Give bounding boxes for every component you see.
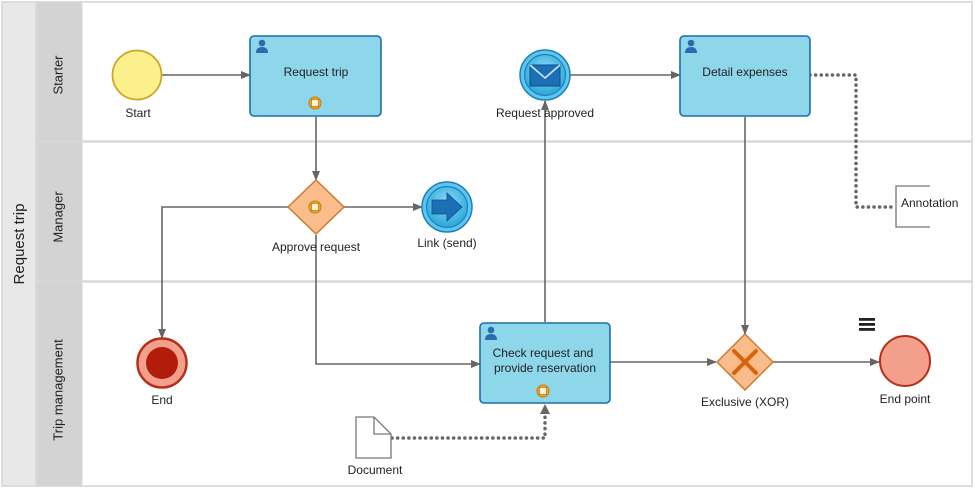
lane-manager: Manager [35,141,973,282]
menu-icon[interactable] [859,318,875,331]
start-event[interactable] [111,49,163,101]
gateway-exclusive-label: Exclusive (XOR) [701,395,789,409]
end-event[interactable] [136,337,188,389]
gateway-exclusive-xor[interactable] [715,332,775,392]
task-request-trip[interactable]: Request trip [249,35,382,117]
end-event-label: End [151,393,172,407]
flow-approve-to-end [158,206,288,339]
task-check-request-line2: provide reservation [494,361,596,375]
task-check-request-line1: Check request and [493,346,594,360]
lane-label-starter: Starter [50,55,65,95]
link-arrow-icon [431,192,463,222]
gateway-approve-request[interactable] [286,178,346,236]
lane-label-trip-management: Trip management [50,339,65,441]
task-request-trip-label: Request trip [284,65,349,79]
lane-label-manager: Manager [50,191,65,243]
document-label: Document [348,463,403,477]
user-task-icon [256,39,268,53]
form-icon [308,200,322,214]
link-send-event[interactable] [421,181,473,233]
gateway-approve-request-label: Approve request [272,240,361,254]
associations [390,73,898,440]
end-point-label: End point [880,392,931,406]
form-icon [536,384,550,398]
association-detail-to-annotation [808,73,898,209]
envelope-icon [529,64,561,87]
form-icon [308,96,322,110]
document-artifact[interactable] [355,416,392,459]
annotation[interactable] [895,185,930,228]
association-document-to-check [390,408,547,440]
message-event-request-approved[interactable] [519,49,571,101]
annotation-label: Annotation [901,196,958,210]
user-task-icon [685,39,697,53]
task-detail-expenses-label: Detail expenses [702,65,787,79]
link-send-label: Link (send) [417,236,476,250]
flow-approve-to-check [315,235,481,368]
pool-label: Request trip [11,204,28,285]
user-task-icon [485,326,497,340]
start-event-label: Start [125,106,151,120]
lane-starter: Starter [35,1,973,142]
task-check-request[interactable]: Check request and provide reservation [479,322,611,404]
task-detail-expenses[interactable]: Detail expenses [679,35,811,117]
x-icon [732,349,758,375]
message-event-label: Request approved [496,106,594,120]
sequence-flows [158,71,880,368]
association-arrowhead [540,404,550,414]
end-point-event[interactable] [879,335,931,387]
